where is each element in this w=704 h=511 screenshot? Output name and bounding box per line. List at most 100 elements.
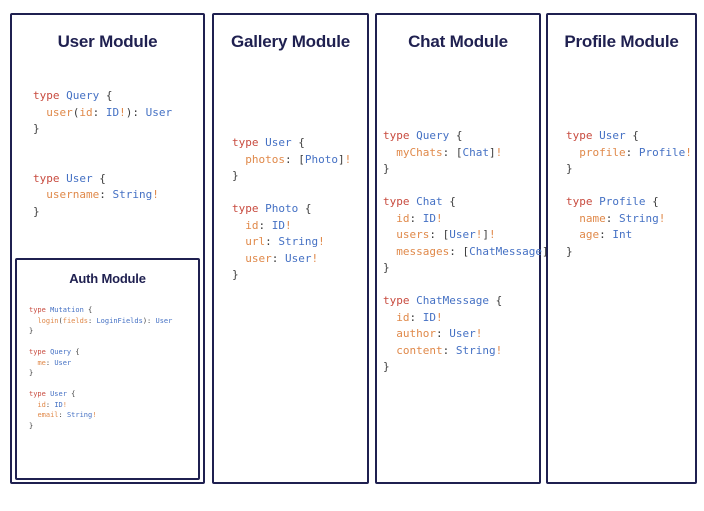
code-token: User: [449, 327, 476, 340]
code-token: fields: [62, 316, 89, 325]
code-token: :: [599, 228, 613, 241]
code-token: users: [396, 228, 430, 241]
code-token: String: [455, 343, 496, 357]
code-line: users: [User!]!: [383, 227, 555, 244]
code-token: [383, 327, 396, 340]
code-token: User: [599, 129, 626, 142]
code-token: ChatMessage: [469, 244, 542, 258]
code-token: [: [462, 244, 470, 258]
code-token: !: [495, 145, 503, 159]
code-line: type Query {: [383, 128, 555, 145]
code-token: ID: [54, 400, 63, 409]
code-token: content: [396, 343, 443, 357]
code-token: :: [88, 316, 97, 325]
code-line: user(id: ID!): User: [33, 105, 172, 122]
code-token: [: [455, 145, 463, 159]
code-token: {: [291, 136, 305, 149]
code-token: :: [449, 244, 463, 258]
code-line: }: [29, 368, 172, 379]
code-token: :: [436, 327, 450, 340]
code-token: myChats: [396, 145, 443, 159]
code-line: myChats: [Chat]!: [383, 145, 555, 162]
code-token: profile: [579, 145, 626, 159]
code-token: }: [383, 162, 390, 175]
code-token: Profile: [638, 145, 686, 159]
code-token: }: [29, 421, 34, 430]
code-token: [566, 212, 579, 225]
code-blank-line: [33, 154, 172, 171]
code-token: }: [232, 169, 239, 182]
code-token: {: [99, 89, 113, 102]
code-token: url: [245, 235, 266, 248]
code-line: type User {: [566, 128, 692, 145]
code-token: [33, 188, 46, 201]
code-token: {: [645, 195, 659, 208]
code-token: String: [278, 235, 319, 248]
code-token: !: [62, 400, 67, 409]
code-line: type Chat {: [383, 194, 555, 211]
code-line: }: [232, 267, 351, 284]
code-token: Int: [612, 228, 633, 241]
code-token: {: [625, 129, 639, 142]
code-token: ):: [142, 316, 156, 325]
code-token: Photo: [265, 202, 299, 215]
code-token: (: [58, 316, 63, 325]
code-token: [383, 212, 396, 225]
code-line: id: ID!: [232, 218, 351, 235]
code-line: profile: Profile!: [566, 145, 692, 162]
code-blank-line: [29, 337, 172, 348]
code-token: id: [79, 105, 93, 119]
code-line: user: User!: [232, 251, 351, 268]
code-token: ]: [338, 152, 345, 166]
code-token: [383, 344, 396, 357]
code-token: }: [232, 268, 239, 281]
code-token: Mutation: [50, 306, 84, 314]
code-block-chat-module: type Query { myChats: [Chat]!} type Chat …: [383, 128, 555, 376]
panel-title-profile-module: Profile Module: [564, 32, 679, 51]
code-token: !: [344, 152, 352, 166]
code-token: user: [46, 105, 73, 119]
code-token: }: [383, 261, 390, 274]
code-token: id: [37, 400, 46, 409]
code-token: !: [489, 228, 496, 241]
code-blank-line: [566, 178, 692, 195]
code-line: me: User: [29, 358, 172, 369]
code-line: type User {: [232, 135, 351, 152]
code-line: id: ID!: [29, 400, 172, 411]
code-line: login(fields: LoginFields): User: [29, 316, 172, 327]
code-token: String: [66, 411, 93, 419]
code-line: email: String!: [29, 410, 172, 421]
code-token: id: [396, 310, 410, 324]
code-token: :: [99, 188, 113, 201]
code-line: }: [566, 244, 692, 261]
code-line: type ChatMessage {: [383, 293, 555, 310]
code-token: {: [71, 348, 80, 356]
code-line: }: [33, 121, 172, 138]
code-token: !: [92, 411, 97, 419]
code-token: {: [442, 195, 456, 208]
code-token: [383, 245, 396, 258]
code-token: Query: [416, 129, 450, 142]
code-line: author: User!: [383, 326, 555, 343]
code-token: [232, 219, 245, 232]
code-token: !: [475, 327, 483, 340]
code-token: :: [45, 400, 55, 409]
code-token: [232, 252, 245, 265]
code-token: Query: [66, 89, 100, 102]
code-line: messages: [ChatMessage]!: [383, 244, 555, 261]
code-token: User: [155, 316, 173, 325]
code-line: username: String!: [33, 187, 172, 204]
code-token: :: [409, 211, 423, 225]
code-line: url: String!: [232, 234, 351, 251]
code-token: :: [625, 145, 639, 159]
code-blank-line: [383, 178, 555, 195]
code-line: id: ID!: [383, 211, 555, 228]
code-token: email: [37, 411, 59, 419]
code-token: User: [66, 171, 93, 185]
code-line: }: [566, 161, 692, 178]
code-token: !: [436, 310, 443, 324]
code-token: (: [72, 105, 80, 119]
code-token: username: [46, 188, 100, 201]
code-token: type: [33, 89, 67, 102]
code-token: ID: [271, 218, 285, 232]
